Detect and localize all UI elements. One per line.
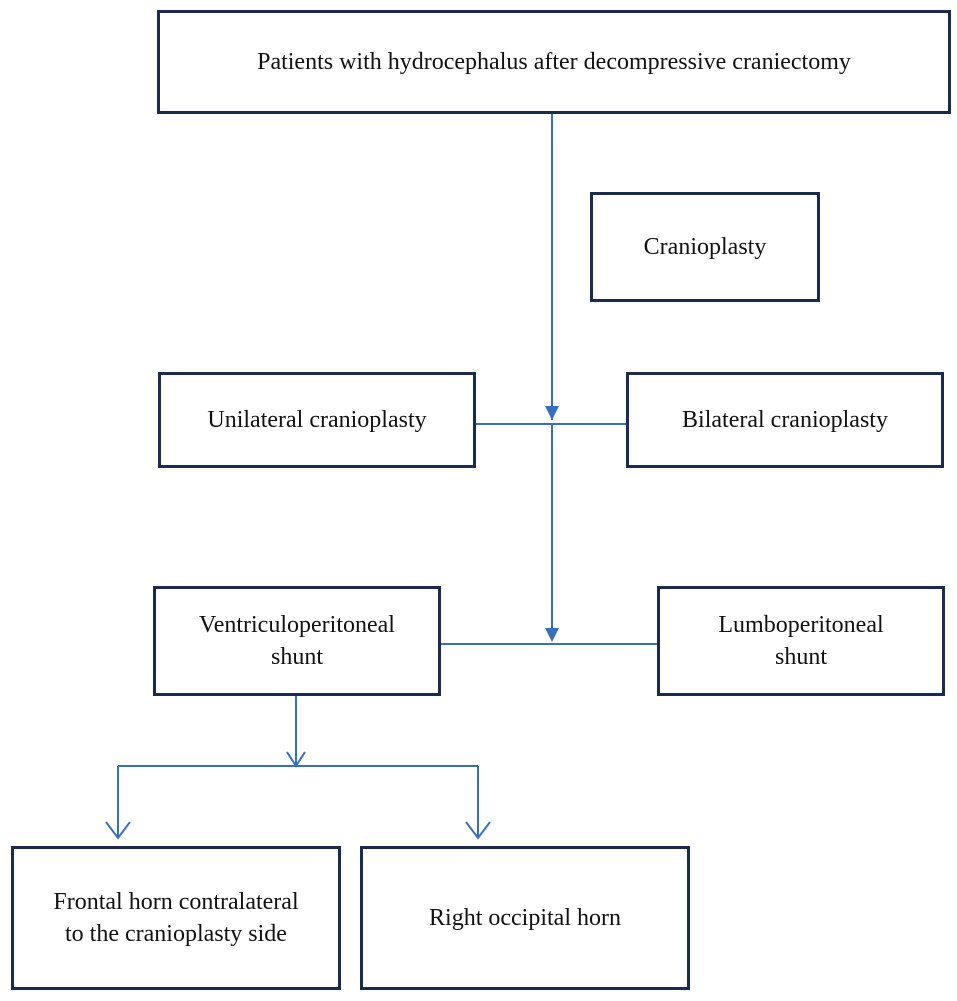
arrowhead-down-1 [545, 406, 559, 420]
node-bilateral-cranioplasty: Bilateral cranioplasty [626, 372, 944, 468]
node-cranioplasty: Cranioplasty [590, 192, 820, 302]
arrowhead-down-2 [545, 628, 559, 642]
node-frontal-horn-line1: Frontal horn contralateral [53, 889, 299, 915]
node-ventriculoperitoneal-shunt: Ventriculoperitoneal shunt [153, 586, 441, 696]
arrowhead-open-right [465, 821, 491, 840]
node-bilateral-cranioplasty-text: Bilateral cranioplasty [682, 407, 888, 433]
arrowhead-open-vp [286, 751, 306, 768]
node-right-occipital-horn: Right occipital horn [360, 846, 690, 990]
node-unilateral-cranioplasty: Unilateral cranioplasty [158, 372, 476, 468]
node-cranioplasty-text: Cranioplasty [643, 234, 767, 260]
node-right-occipital-horn-text: Right occipital horn [429, 905, 621, 931]
node-vp-shunt-line1: Ventriculoperitoneal [199, 612, 395, 638]
node-frontal-horn: Frontal horn contralateral to the cranio… [11, 846, 341, 990]
node-patients-hydrocephalus: Patients with hydrocephalus after decomp… [157, 10, 951, 114]
arrowhead-open-left [105, 821, 131, 840]
node-lp-shunt-line2: shunt [774, 644, 827, 670]
node-patients-hydrocephalus-text: Patients with hydrocephalus after decomp… [257, 49, 851, 75]
node-unilateral-cranioplasty-text: Unilateral cranioplasty [207, 407, 427, 433]
node-vp-shunt-line2: shunt [270, 644, 323, 670]
node-frontal-horn-line2: to the cranioplasty side [65, 921, 287, 947]
node-lp-shunt-line1: Lumboperitoneal [718, 612, 884, 638]
node-lumboperitoneal-shunt: Lumboperitoneal shunt [657, 586, 945, 696]
